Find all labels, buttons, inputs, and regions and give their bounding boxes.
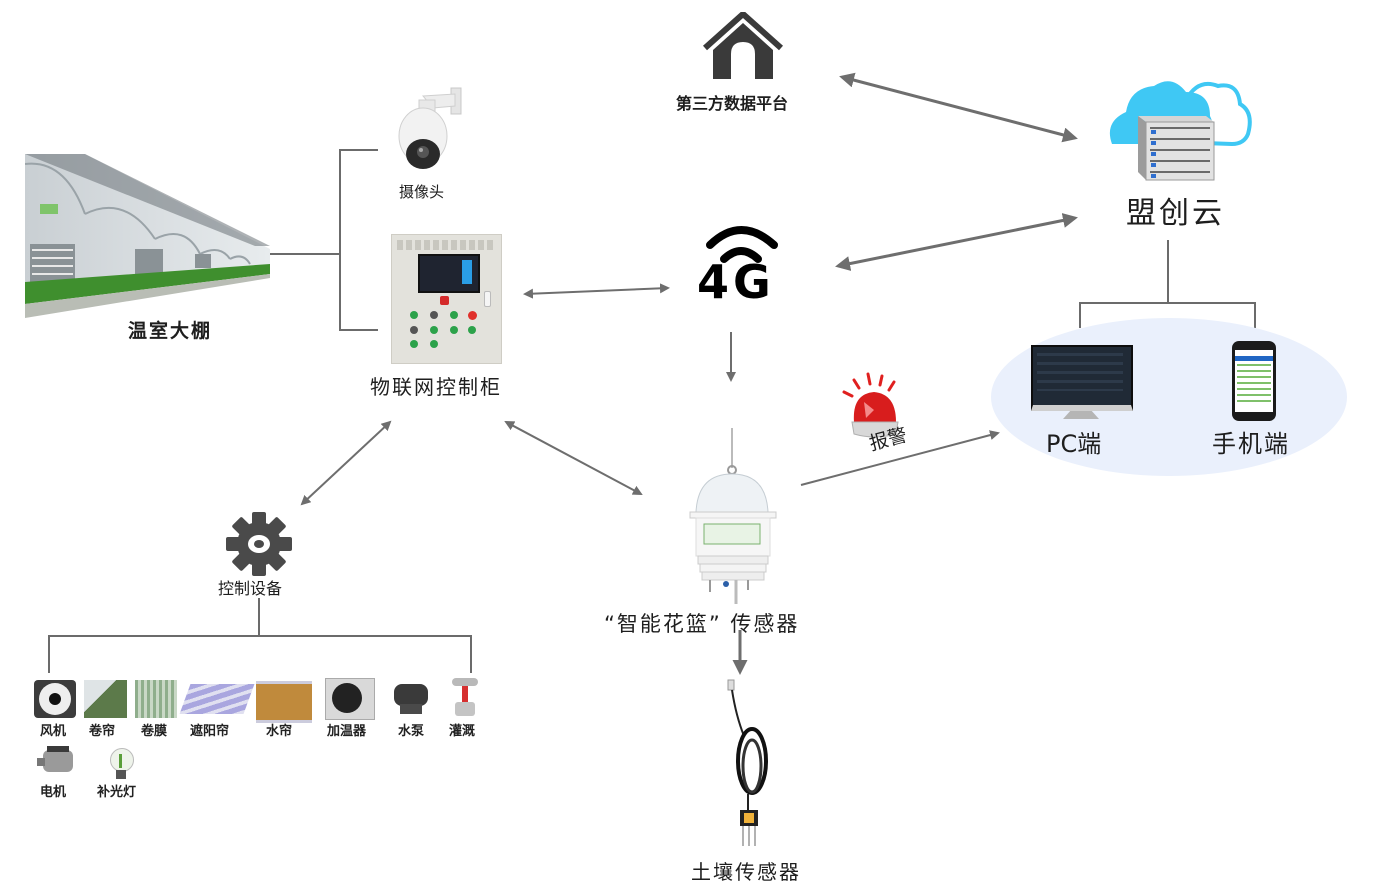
mobile-phone-icon xyxy=(1232,341,1276,421)
device-label-heater: 加温器 xyxy=(327,724,367,739)
motor-icon xyxy=(37,746,75,778)
pc-monitor-icon xyxy=(1031,345,1133,421)
device-label-water-curtain: 水帘 xyxy=(266,724,293,739)
arrow-cabinet-sensor xyxy=(504,421,643,495)
heater-icon xyxy=(325,678,375,720)
roll-film-icon xyxy=(135,680,177,718)
arrow-cabinet-devices xyxy=(300,420,392,506)
smart-basket-label: “智能花篮” 传感器 xyxy=(604,612,800,636)
4g-signal-icon xyxy=(696,221,788,307)
camera-icon xyxy=(393,86,468,174)
device-label-water-pump: 水泵 xyxy=(398,724,425,739)
cloud-clients-bracket xyxy=(1079,240,1256,328)
device-label-sunshade: 遮阳帘 xyxy=(190,724,230,739)
device-label-fan: 风机 xyxy=(40,724,67,739)
cabinet-label: 物联网控制柜 xyxy=(370,375,502,399)
fan-icon xyxy=(34,680,76,718)
device-label-grow-light: 补光灯 xyxy=(97,785,137,800)
iot-cabinet-image xyxy=(391,234,502,364)
pc-label: PC端 xyxy=(1046,430,1102,458)
grow-light-icon xyxy=(110,748,134,780)
greenhouse-bracket xyxy=(270,149,378,331)
device-label-sprinkler: 灌溉 xyxy=(449,724,476,739)
third-party-label: 第三方数据平台 xyxy=(676,94,789,113)
alarm-beacon-icon xyxy=(840,372,908,440)
water-pump-icon xyxy=(388,680,438,716)
soil-sensor-image xyxy=(722,676,782,851)
mobile-label: 手机端 xyxy=(1212,430,1290,458)
sprinkler-icon xyxy=(452,678,478,718)
network-label: 4G xyxy=(697,255,775,309)
gear-icon xyxy=(224,512,294,576)
devices-bracket xyxy=(48,598,472,673)
arrow-cabinet-4g xyxy=(523,283,670,299)
device-label-motor: 电机 xyxy=(40,785,67,800)
device-label-roll-film: 卷膜 xyxy=(141,724,168,739)
water-curtain-icon xyxy=(256,681,312,723)
soil-sensor-label: 土壤传感器 xyxy=(691,860,801,884)
camera-label: 摄像头 xyxy=(399,183,445,201)
cloud-server-icon xyxy=(1106,72,1252,182)
control-devices-label: 控制设备 xyxy=(218,579,283,598)
arrow-alarm-clients xyxy=(800,430,1000,486)
sunshade-icon xyxy=(179,684,255,714)
cloud-label: 盟创云 xyxy=(1126,196,1225,231)
smart-basket-sensor-image xyxy=(688,428,778,608)
device-label-roller-curtain: 卷帘 xyxy=(89,724,116,739)
greenhouse-image xyxy=(24,154,270,318)
greenhouse-label: 温室大棚 xyxy=(128,320,213,342)
home-icon xyxy=(702,11,784,80)
cabinet-screen xyxy=(418,254,480,293)
arrow-thirdparty-cloud xyxy=(839,72,1078,143)
arrow-4g-cloud xyxy=(835,213,1078,271)
roller-curtain-icon xyxy=(84,680,127,718)
